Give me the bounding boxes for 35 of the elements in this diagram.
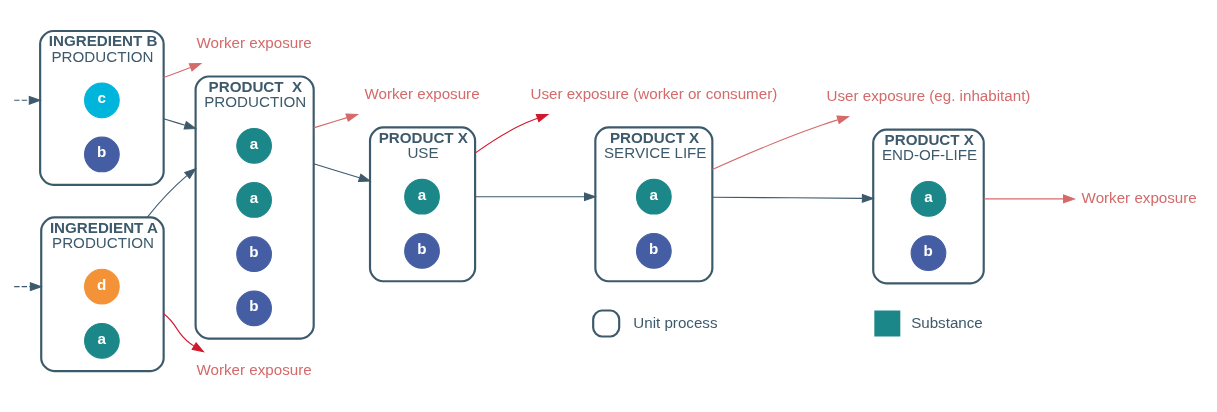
arrow xyxy=(474,191,597,201)
arrow xyxy=(711,115,850,170)
legend-label: Substance xyxy=(911,313,983,331)
arrow xyxy=(313,112,360,128)
node-circle: a xyxy=(404,178,440,215)
arrow xyxy=(146,167,197,218)
arrow xyxy=(163,62,203,78)
node-circle: b xyxy=(236,289,272,326)
node-circle: d xyxy=(84,268,120,305)
node-text: Worker exposure xyxy=(1081,188,1197,206)
node-circle: b xyxy=(236,235,272,272)
arrow xyxy=(474,113,550,154)
node-text: User exposure (worker or consumer) xyxy=(530,84,778,102)
node-circle: c xyxy=(84,81,120,118)
node-circle: a xyxy=(84,322,120,359)
node-text: Worker exposure xyxy=(364,84,480,102)
arrow xyxy=(983,193,1077,203)
legend-label: Unit process xyxy=(633,313,718,331)
arrow xyxy=(163,117,198,129)
node-circle: b xyxy=(404,232,440,269)
node-circle: a xyxy=(636,178,672,215)
node-circle: b xyxy=(910,234,947,271)
node-text: Worker exposure xyxy=(196,33,312,51)
node-circle: a xyxy=(236,127,272,164)
node-text: Worker exposure xyxy=(196,360,312,378)
node-text: User exposure (eg. inhabitant) xyxy=(826,86,1031,104)
arrow xyxy=(313,162,372,182)
node-circle: a xyxy=(910,180,947,217)
arrow xyxy=(711,193,875,203)
arrow xyxy=(13,95,42,105)
arrow xyxy=(13,281,43,291)
node-circle: a xyxy=(236,181,272,218)
node-circle: b xyxy=(84,136,120,172)
node-circle: b xyxy=(636,232,672,269)
arrow xyxy=(163,312,205,352)
